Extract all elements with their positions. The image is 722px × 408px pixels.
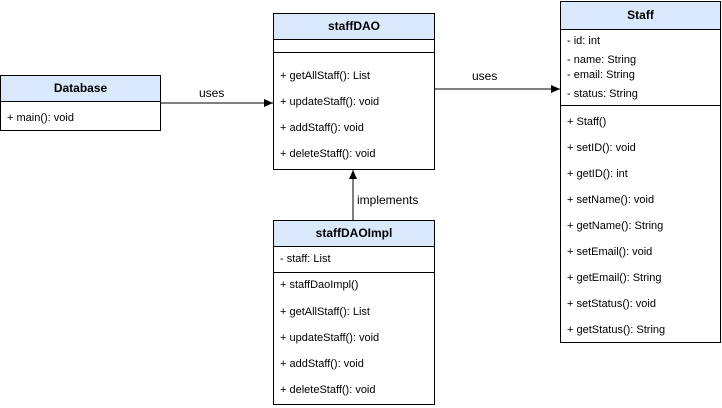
method-row: + setID(): void: [567, 142, 636, 154]
class-database[interactable]: Database + main(): void: [0, 75, 161, 131]
method-row: + getAllStaff(): List: [280, 70, 370, 82]
attribute-row: - status: String: [567, 88, 638, 100]
edge-label-uses-database: uses: [199, 86, 225, 100]
class-staff[interactable]: Staff - id: int - name: String - email: …: [560, 1, 721, 343]
class-name: Staff: [561, 2, 720, 30]
method-row: + staffDaoImpl(): [280, 279, 359, 291]
method-row: + deleteStaff(): void: [280, 148, 376, 160]
method-row: + Staff(): [567, 116, 607, 128]
class-staffdao[interactable]: staffDAO + getAllStaff(): List + updateS…: [273, 13, 435, 170]
method-row: + deleteStaff(): void: [280, 384, 376, 396]
method-row: + getStatus(): String: [567, 324, 666, 336]
method-row: + main(): void: [7, 112, 74, 124]
attribute-row: - id: int: [567, 35, 601, 47]
method-row: + addStaff(): void: [280, 122, 364, 134]
method-row: + setName(): void: [567, 194, 655, 206]
class-name: staffDAO: [274, 14, 434, 40]
method-row: + setEmail(): void: [567, 246, 653, 258]
compartment-divider: [274, 52, 434, 53]
compartment-divider: [274, 272, 434, 273]
method-row: + getEmail(): String: [567, 272, 662, 284]
class-name: staffDAOImpl: [274, 221, 434, 247]
attribute-row: - staff: List: [280, 253, 331, 265]
class-name: Database: [1, 76, 160, 102]
method-row: + addStaff(): void: [280, 358, 364, 370]
method-row: + setStatus(): void: [567, 298, 656, 310]
attribute-row: - name: String: [567, 54, 637, 66]
method-row: + getAllStaff(): List: [280, 306, 370, 318]
edge-label-uses-staff: uses: [472, 69, 498, 83]
method-row: + updateStaff(): void: [280, 96, 380, 108]
edge-label-implements: implements: [357, 193, 419, 207]
attribute-row: - email: String: [567, 69, 635, 81]
method-row: + getName(): String: [567, 220, 664, 232]
compartment-divider: [561, 105, 720, 106]
class-staffdaoimpl[interactable]: staffDAOImpl - staff: List + staffDaoImp…: [273, 220, 435, 405]
method-row: + updateStaff(): void: [280, 332, 380, 344]
method-row: + getID(): int: [567, 168, 628, 180]
